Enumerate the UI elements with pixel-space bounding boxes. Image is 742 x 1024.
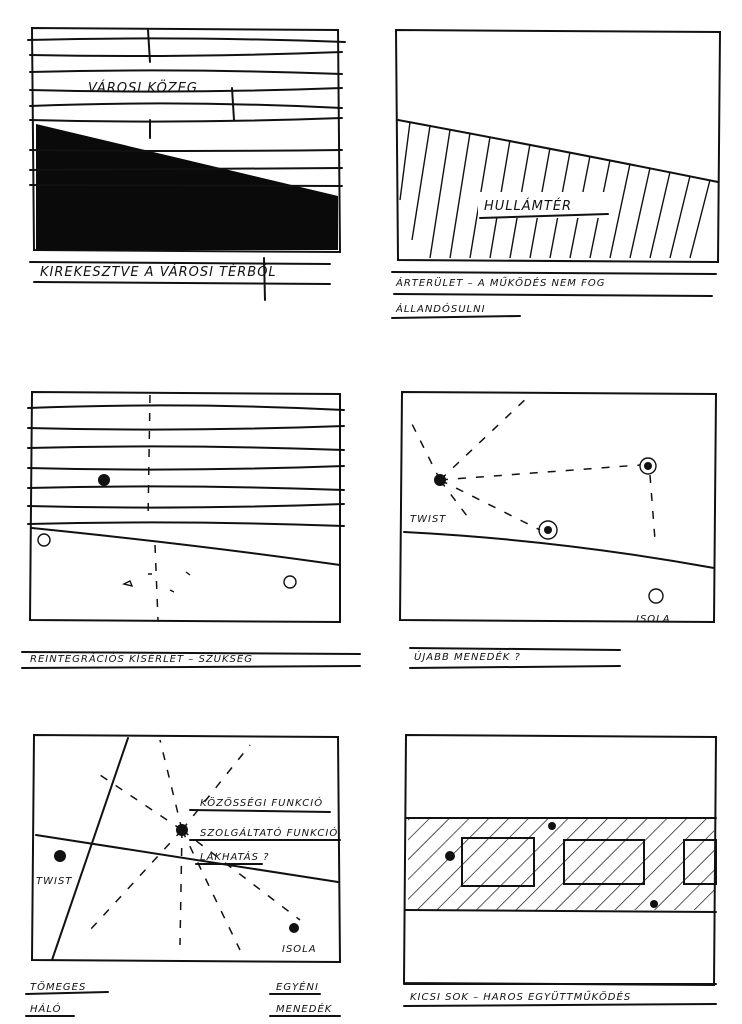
panel-floodplain: HULLÁMTÉR ÁRTERÜLET – A MŰKÖDÉS NEM FOG …: [391, 28, 722, 319]
caption-cooperation: KICSI SOK – HAROS EGYÜTTMŰKÖDÉS: [410, 989, 631, 1003]
excluded-area: [36, 124, 338, 250]
panel-new-shelter: TWIST ISOLA ÚJABB MENEDÉK ?: [398, 390, 718, 669]
dot-icon: [548, 822, 556, 830]
hatched-strip: [408, 818, 714, 910]
caption-reintegration: REINTEGRÁCIÓS KÍSÉRLET – SZÜKSÉG: [30, 652, 253, 665]
dot-icon: [445, 851, 455, 861]
dot-icon: [176, 824, 188, 836]
building-block: [683, 839, 717, 885]
building-block: [563, 839, 645, 885]
shelter-icon: [544, 526, 552, 534]
circle-icon: [37, 533, 51, 547]
dot-icon: [434, 474, 446, 486]
label-floodplain: HULLÁMTÉR: [484, 198, 572, 214]
caption-mass-network-line2: HÁLÓ: [30, 1002, 62, 1015]
isola-icon: [648, 588, 664, 604]
label-twist: TWIST: [410, 514, 446, 525]
label-isola: ISOLA: [282, 944, 317, 955]
panel-network: KÖZÖSSÉGI FUNKCIÓ SZOLGÁLTATÓ FUNKCIÓ LA…: [25, 733, 342, 1017]
caption-excluded: KIREKESZTVE A VÁROSI TÉRBŐL: [40, 264, 277, 280]
building-block: [461, 837, 535, 887]
dot-icon: [289, 923, 299, 933]
label-service-function: SZOLGÁLTATÓ FUNKCIÓ: [200, 826, 338, 839]
caption-floodplain-line2: ÁLLANDÓSULNI: [395, 302, 486, 315]
caption-individual-shelter-line2: MENEDÉK: [276, 1002, 333, 1015]
dot-icon: [54, 850, 66, 862]
label-community-function: KÖZÖSSÉGI FUNKCIÓ: [200, 796, 323, 809]
caption-new-shelter: ÚJABB MENEDÉK ?: [414, 650, 521, 663]
label-urban-environment: VÁROSI KÖZEG: [88, 79, 198, 96]
panel-cooperation: KICSI SOK – HAROS EGYÜTTMŰKÖDÉS: [402, 733, 718, 1007]
caption-mass-network: TÖMEGES: [30, 980, 86, 993]
shelter-icon: [644, 462, 652, 470]
dot-icon: [650, 900, 658, 908]
panel-reintegration: REINTEGRÁCIÓS KÍSÉRLET – SZÜKSÉG: [21, 390, 361, 669]
label-housing: LAKHATÁS ?: [200, 850, 269, 863]
label-twist: TWIST: [36, 876, 72, 887]
caption-individual-shelter: EGYÉNI: [276, 980, 319, 993]
caption-floodplain: ÁRTERÜLET – A MŰKÖDÉS NEM FOG: [395, 275, 606, 289]
dot-icon: [98, 474, 110, 486]
label-isola: ISOLA: [636, 614, 671, 625]
panel-excluded: VÁROSI KÖZEG KIREKESZTVE A VÁROSI TÉRBŐL: [27, 26, 346, 301]
circle-icon: [283, 575, 297, 589]
